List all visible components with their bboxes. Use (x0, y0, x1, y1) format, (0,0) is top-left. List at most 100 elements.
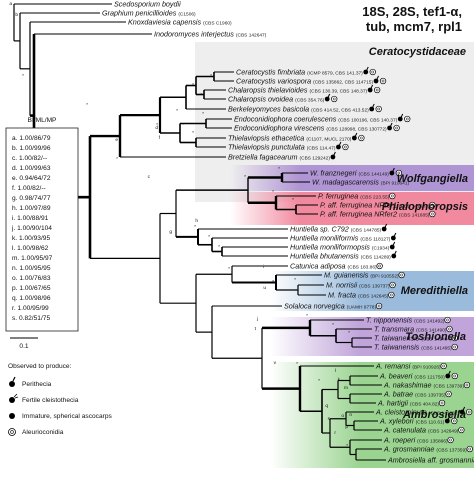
taxon-label: Chalaropsis thielavioides(CBS 130.39, CB… (228, 86, 368, 95)
support-legend-row: d. 1.00/99/63 (12, 165, 51, 172)
perithecia-icon (373, 75, 379, 84)
taxon-name: T. taiwanensis (374, 334, 420, 343)
aleurioconidia-icon (389, 192, 396, 200)
aleurioconidia-icon (376, 262, 383, 270)
culture-code: (C1107, MUCL 2170) (306, 137, 351, 143)
taxon-label: Endoconidiophora coerulescens(CBS 100196… (234, 115, 398, 124)
culture-code: (CBS 144149) (358, 172, 389, 178)
culture-code: (CBS 129242) (300, 156, 331, 162)
culture-code: (CBS 142647) (236, 33, 267, 39)
taxon-label: Huntiella moniliformopsis(C1934) (290, 243, 390, 252)
culture-code: (CBS 137359) (436, 448, 467, 454)
culture-code: (CBS 118127) (360, 237, 390, 243)
clade-label-meredithiella: Meredithiella (401, 285, 468, 297)
node-support-label: * (332, 322, 334, 328)
clade-label-phialophoropsis: Phialophoropsis (382, 201, 468, 213)
node-support-label: * (208, 234, 210, 240)
taxon-label: A. xylebori(CBS 110.61) (379, 417, 445, 426)
support-legend-box (5, 127, 79, 332)
taxon-name: Endoconidiophora virescens (234, 124, 325, 133)
aleurioconidia-icon (404, 115, 411, 123)
taxon-name: Thielaviopsis ethacetica (228, 134, 304, 143)
aleurioconidia-icon (398, 271, 405, 279)
taxon-label: Catunica adiposa(CBS 183.86) (290, 262, 377, 271)
node-support-label: * (228, 266, 230, 272)
taxon-name: Endoconidiophora coerulescens (234, 115, 337, 124)
taxon-name: W. franznegeri (310, 169, 357, 178)
taxon-name: Scedosporium boydii (114, 0, 181, 9)
support-legend-row: o. 1.00/76/83 (12, 275, 51, 282)
taxon-name: P. ferruginea (318, 192, 358, 201)
culture-code: (CBS 121750) (414, 375, 445, 381)
node-support-label: * (292, 197, 294, 203)
aleurioconidia-icon (451, 372, 458, 380)
taxon-name: P. aff. ferruginea NRfer1 (320, 201, 397, 210)
perithecia-icon (389, 167, 395, 176)
aleurioconidia-icon (379, 77, 387, 85)
node-support-label: u (263, 286, 266, 291)
taxon-name: A. grosmanniae (383, 445, 434, 454)
node-support-label: c (148, 175, 151, 180)
taxon-label: Solaloca norvegica(UAMH 9778) (284, 302, 376, 311)
observed-legend-item-1: Perithecia (22, 381, 52, 388)
support-legend-row: b. 1.00/99/96 (12, 145, 51, 152)
taxon-name: A. batrae (383, 390, 413, 399)
taxon-label: T. nipponensis(CBS 141492) (366, 316, 445, 325)
culture-code: (BPI 910926) (412, 365, 441, 371)
support-legend-row: f. 1.00/82/-- (12, 185, 46, 192)
clade-band-phialophoropsis (300, 192, 474, 225)
node-support-label: * (176, 108, 178, 114)
culture-code: (ICMP 8579, CBS 141.37) (307, 71, 363, 77)
taxon-label: Ceratocystis fimbriata(ICMP 8579, CBS 14… (236, 68, 363, 77)
clade-band-fade (270, 271, 360, 311)
aleurioconidia-icon (375, 105, 382, 113)
perithecia-icon (389, 241, 396, 250)
node-support-label: * (244, 174, 246, 180)
node-support-label: * (294, 277, 296, 283)
node-support-label: b (15, 12, 18, 18)
taxon-name: Ceratocystis fimbriata (236, 68, 305, 77)
perithecia-icon (336, 141, 342, 150)
taxon-name: A. roeperi (383, 436, 416, 445)
node-support-label: * (346, 443, 348, 449)
culture-code: (C1506) (178, 12, 196, 18)
aleurioconidia-icon (8, 428, 16, 436)
culture-code: (CBS 100196, CBS 140.37) (338, 118, 397, 124)
taxon-label: T. taiwanensis(CBS 141495) (374, 343, 452, 352)
node-support-label: * (116, 156, 118, 162)
taxon-name: T. nipponensis (366, 316, 412, 325)
aleurioconidia-icon (438, 399, 446, 407)
node-support-label: e (115, 138, 118, 143)
taxon-label: P. aff. ferruginea NRfer1(CBS 141683) (320, 201, 430, 210)
node-support-label: j (256, 316, 258, 322)
aleurioconidia-icon (451, 334, 458, 342)
culture-code: (CBS 141494) (421, 337, 452, 343)
node-support-label: g (169, 230, 172, 235)
support-legend-row: s. 0.82/51/75 (12, 315, 50, 322)
culture-code: (CBS 183.86) (348, 265, 377, 271)
taxon-label: Scedosporium boydii (114, 0, 181, 9)
perithecia-icon (390, 232, 397, 241)
node-support-label: * (156, 122, 158, 128)
support-legend-row: j. 1.00/90/104 (11, 225, 52, 232)
node-support-label: n (349, 413, 352, 418)
taxon-name: Chalaropsis thielavioides (228, 86, 308, 95)
taxon-label: A. remansi(BPI 910926) (375, 362, 441, 371)
culture-code: (CBS 414.52, CBS 413.52) (311, 108, 369, 114)
observed-legend-title: Observed to produce: (8, 363, 72, 370)
node-support-label: v (274, 361, 277, 366)
observed-legend-item-2: Fertile cleistothecia (22, 397, 79, 404)
culture-code: (CBS 139739) (434, 384, 465, 390)
aleurioconidia-icon (463, 381, 471, 389)
aleurioconidia-icon (451, 343, 458, 351)
aleurioconidia-icon (447, 436, 454, 444)
perithecia-icon (367, 84, 374, 93)
culture-code: (CBS 110.61) (416, 420, 445, 426)
perithecia-icon (363, 66, 369, 75)
taxon-name: T. taiwanensis (374, 343, 420, 352)
taxon-label: A. catenulata(CBS 142649) (383, 426, 459, 435)
taxon-name: Huntiella moniliformis (290, 234, 359, 243)
support-legend-row: c. 1.00/82/-- (12, 155, 47, 162)
culture-code: (CBS 141685) (399, 213, 430, 219)
